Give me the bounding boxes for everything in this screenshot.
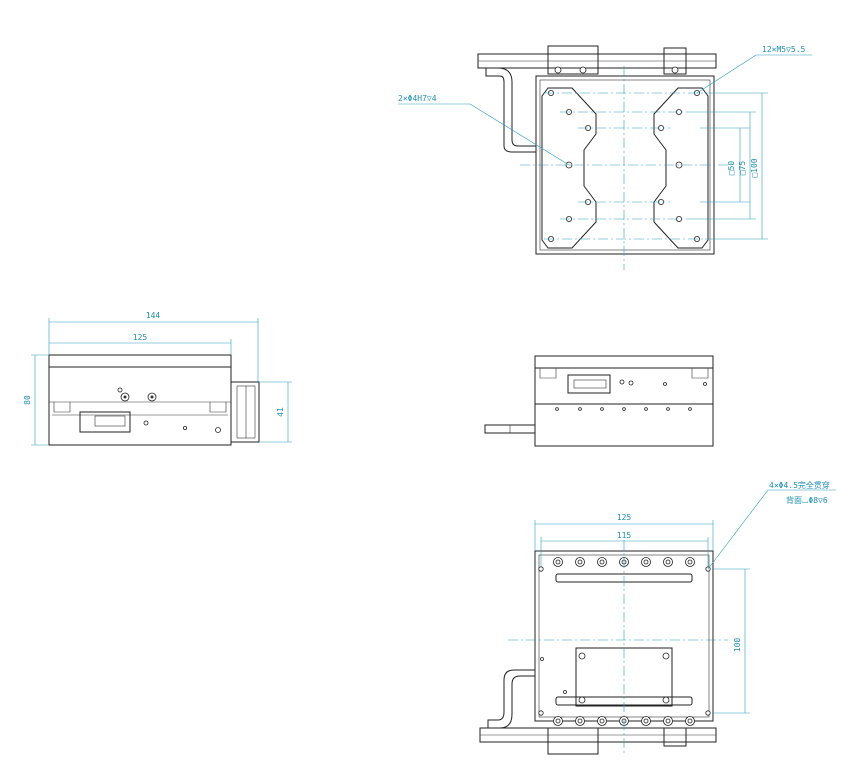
bottom-view: 125 115 100 4×Φ4.5完全贯穿 背面⌴Φ8▽6 <box>479 480 836 756</box>
bottom-height-holes: 100 <box>733 638 742 653</box>
pin-holes-callout: 2×Φ4H7▽4 <box>398 94 437 103</box>
front-width-body: 125 <box>133 333 148 342</box>
top-clamp <box>547 45 599 75</box>
side-view <box>484 355 714 447</box>
front-top-plate <box>48 354 232 368</box>
square-50-label: □50 <box>727 161 736 176</box>
front-height-right: 41 <box>276 407 285 417</box>
counterbore-holes-top <box>553 557 695 567</box>
front-height-overall: 80 <box>23 395 32 405</box>
bottom-width-holes: 115 <box>617 531 632 540</box>
top-view: □50 □75 □100 12×M5▽5.5 2×Φ4H7▽4 <box>398 45 812 270</box>
side-top-plate <box>534 355 714 369</box>
side-holes <box>555 407 692 411</box>
front-width-overall: 144 <box>146 311 161 320</box>
square-100-label: □100 <box>750 158 759 177</box>
square-75-label: □75 <box>738 161 747 176</box>
counterbore-holes-bottom <box>553 716 695 726</box>
front-body <box>48 366 232 446</box>
tapped-holes-callout: 12×M5▽5.5 <box>762 45 806 54</box>
front-view: 144 125 80 41 <box>23 311 292 446</box>
mounting-holes-callout-2: 背面⌴Φ8▽6 <box>786 495 828 505</box>
mounting-holes-callout-1: 4×Φ4.5完全贯穿 <box>769 480 830 490</box>
bottom-width-overall: 125 <box>617 513 632 522</box>
